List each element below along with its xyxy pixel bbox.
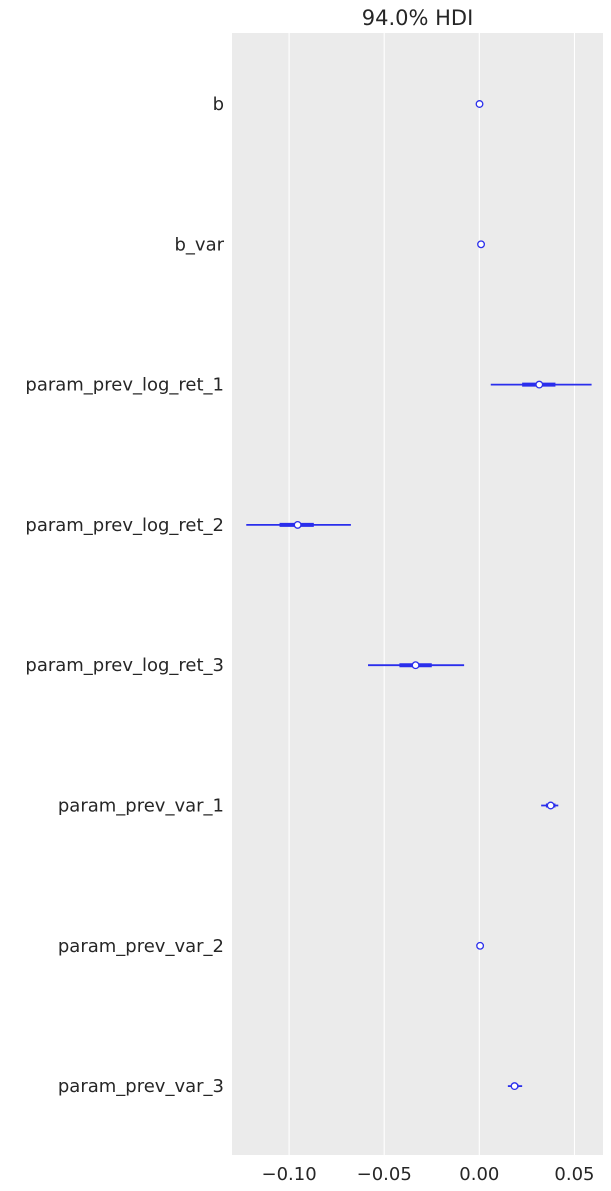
forest-row [475, 100, 484, 108]
forest-row [507, 1082, 523, 1091]
category-label: param_prev_log_ret_1 [25, 375, 224, 396]
mean-point [477, 240, 485, 249]
forest-row [476, 941, 485, 950]
mean-point [293, 520, 302, 529]
x-tick-label: −0.05 [357, 1164, 412, 1185]
x-tick-label: 0.05 [554, 1164, 594, 1185]
mean-point [535, 380, 544, 389]
x-tick-label: −0.10 [261, 1164, 316, 1185]
mean-point [510, 1082, 519, 1091]
forest-row [477, 240, 485, 249]
mean-point [476, 941, 485, 950]
forest-row [541, 801, 559, 810]
forest-row [490, 380, 592, 389]
x-axis-ticks: −0.10 −0.05 0.00 0.05 [261, 1164, 594, 1185]
category-label: param_prev_log_ret_2 [25, 515, 224, 536]
category-label: param_prev_var_2 [58, 936, 224, 957]
category-label: param_prev_var_1 [58, 796, 224, 817]
grid-lines [288, 33, 576, 1155]
category-label: b_var [174, 234, 224, 255]
forest-row [246, 520, 351, 529]
category-label: param_prev_log_ret_3 [25, 655, 224, 676]
hdi-marks [246, 100, 592, 1091]
category-label: b [213, 94, 224, 115]
mean-point [546, 801, 555, 810]
chart-title: 94.0% HDI [362, 6, 474, 30]
category-labels: b b_var param_prev_log_ret_1 param_prev_log… [25, 94, 224, 1097]
forest-row [368, 661, 465, 670]
x-tick-label: 0.00 [459, 1164, 499, 1185]
category-label: param_prev_var_3 [58, 1076, 224, 1097]
plot-area [232, 33, 603, 1155]
mean-point [475, 100, 484, 108]
mean-point [411, 661, 420, 670]
